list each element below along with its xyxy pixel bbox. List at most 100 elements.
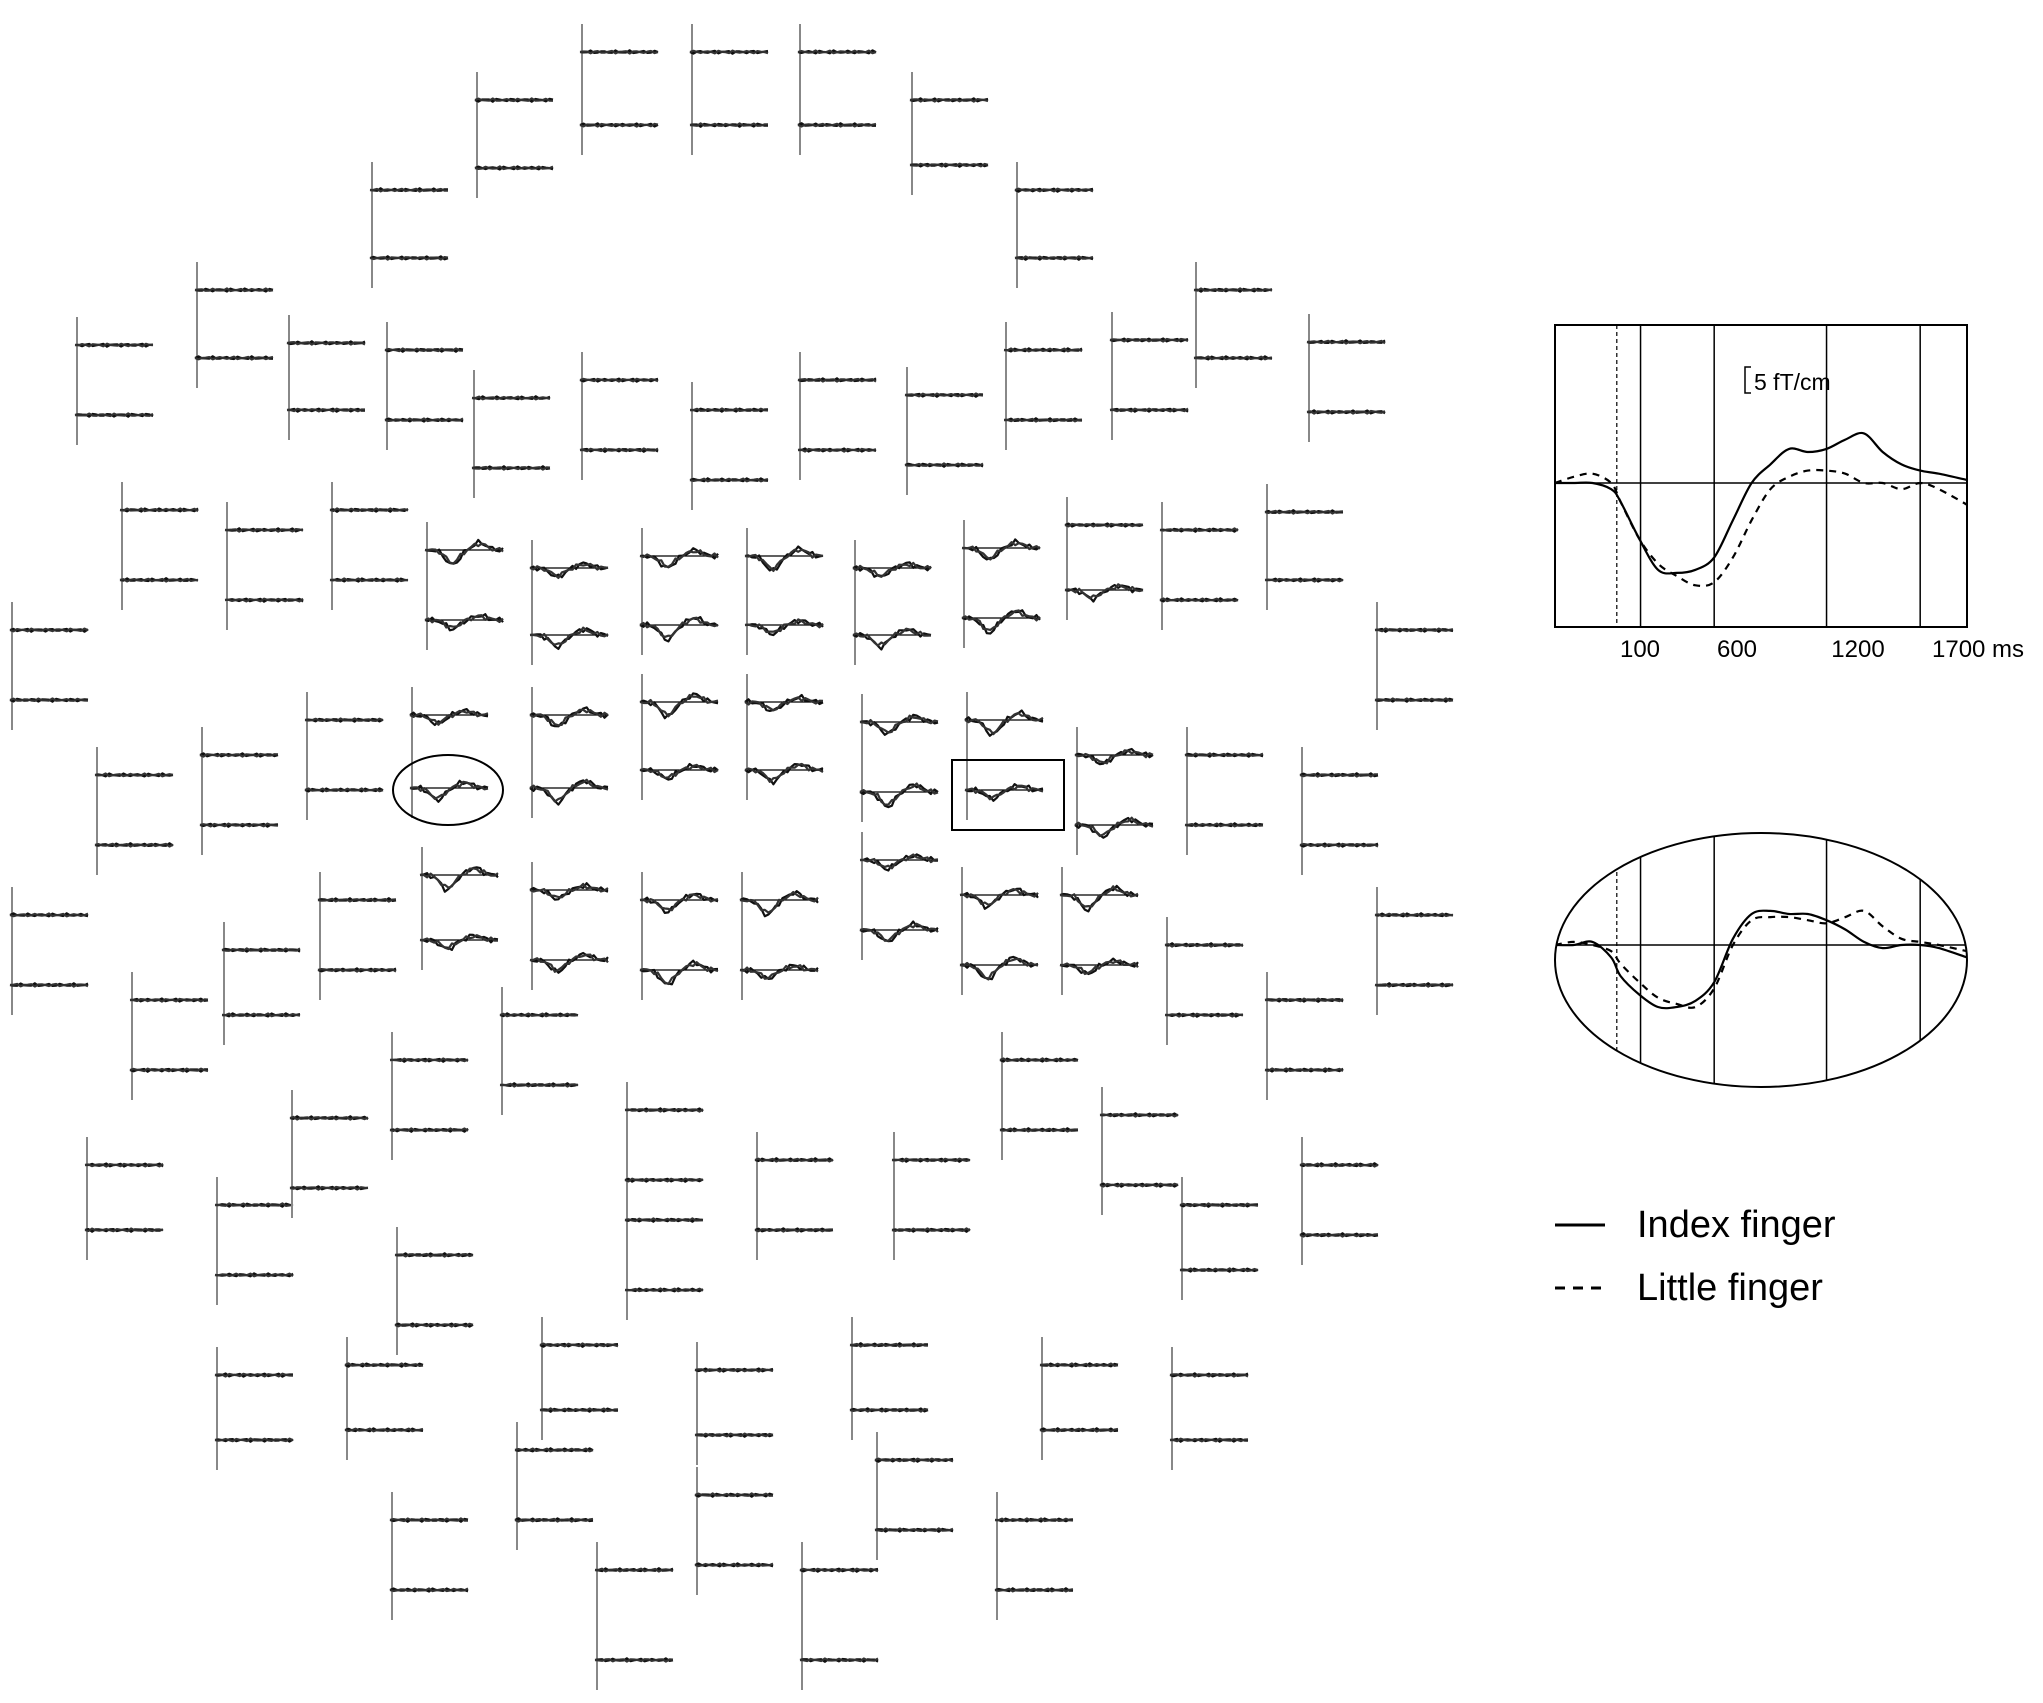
sensor-trace-little-13-0 [797,377,877,383]
sensor-trace-little-27-1 [852,627,932,647]
sensor-trace-little-6-1 [1014,255,1094,261]
sensor-trace-little-76-1 [539,1407,619,1412]
sensor-trace-little-7-1 [194,355,274,361]
sensor-trace-index-51-0 [529,882,609,901]
sensor-trace-little-6-0 [1014,187,1094,193]
sensor-trace-index-56-1 [1059,957,1139,976]
sensor-trace-little-38-0 [639,693,719,718]
sensor-trace-little-41-1 [964,784,1044,801]
sensor-trace-little-11-0 [579,377,659,383]
sensor-trace-little-75-0 [394,1252,474,1258]
sensor-trace-little-54-1 [859,922,939,942]
sensor-trace-little-10-1 [471,465,551,471]
sensor-trace-little-82-0 [1039,1362,1119,1368]
sensor-trace-little-74-1 [344,1427,424,1433]
sensor-trace-little-61-0 [214,1202,294,1207]
scale-bar-label: 5 fT/cm [1754,369,1831,395]
legend-label-index: Index finger [1637,1204,1836,1246]
sensor-trace-little-39-0 [744,696,824,712]
sensor-trace-little-18-0 [1306,339,1386,345]
sensor-trace-little-25-0 [639,549,719,568]
sensor-trace-little-19-0 [74,342,154,348]
x-tick-label-0: 100 [1620,636,1660,663]
sensor-trace-little-54-0 [859,853,939,870]
sensor-trace-little-80-0 [849,1342,929,1348]
sensor-trace-little-0-1 [579,122,659,128]
sensor-trace-little-77-1 [514,1517,594,1523]
sensor-trace-little-59-1 [1374,982,1454,988]
sensor-trace-little-67-0 [754,1157,834,1163]
sensor-trace-little-42-0 [1074,749,1154,765]
panel-rect-frame [1554,324,1968,628]
sensor-trace-little-53-0 [739,890,819,914]
sensor-trace-little-51-0 [529,882,609,899]
sensor-trace-little-14-1 [904,462,984,467]
sensor-trace-little-52-1 [639,961,719,986]
sensor-trace-little-4-0 [474,97,554,103]
sensor-trace-little-15-1 [1003,417,1083,423]
sensor-trace-little-72-0 [1299,1162,1379,1168]
sensor-trace-little-73-0 [214,1372,294,1378]
sensor-trace-little-43-0 [1184,752,1264,757]
sensor-trace-index-16-1 [1109,407,1189,413]
sensor-trace-little-77-0 [514,1447,594,1453]
sensor-trace-little-28-1 [961,609,1041,631]
sensor-trace-index-14-1 [904,462,984,468]
sensor-trace-little-81-1 [874,1527,954,1533]
sensor-trace-little-51-1 [529,953,609,973]
sensor-trace-little-49-1 [317,967,397,973]
sensor-trace-little-84-0 [389,1517,468,1523]
sensor-trace-little-35-0 [304,717,384,723]
sensor-trace-little-76-0 [539,1342,619,1348]
sensor-trace-little-70-0 [1099,1113,1179,1118]
panel-ellipse-series [1555,909,1967,1010]
sensor-trace-little-35-1 [304,787,384,793]
x-tick-label-1: 600 [1717,636,1757,663]
sensor-trace-little-29-0 [1064,522,1144,528]
panel-rect-series-little [1554,468,1968,588]
sensor-trace-little-47-1 [129,1067,209,1073]
highlight-markers [392,754,1065,831]
sensor-trace-little-37-1 [529,778,609,803]
sensor-trace-little-50-0 [419,867,499,889]
sensor-trace-little-30-1 [1159,597,1239,603]
sensor-trace-little-34-1 [199,822,279,828]
sensor-trace-little-20-1 [119,577,199,583]
sensor-trace-little-40-0 [859,714,939,734]
sensor-trace-index-18-0 [1306,339,1386,344]
sensor-trace-little-25-1 [639,616,719,638]
panel-ellipse-frame [1554,832,1968,1088]
sensor-trace-little-85-0 [594,1567,674,1573]
sensor-trace-little-14-0 [904,392,984,398]
sensor-trace-little-20-0 [119,507,199,513]
legend: Index finger Little finger [1555,1204,1836,1309]
sensor-trace-index-56-0 [1059,884,1139,913]
sensor-trace-little-2-0 [797,49,877,55]
sensor-trace-index-42-1 [1074,816,1154,839]
panel-ell-series-little [1555,909,1967,1009]
sensor-trace-little-75-1 [394,1322,474,1328]
sensor-trace-little-18-1 [1306,409,1386,415]
sensor-trace-little-8-1 [286,407,365,413]
sensor-trace-little-58-1 [1264,1067,1344,1072]
sensor-trace-little-22-1 [329,577,409,583]
sensor-trace-little-43-1 [1184,822,1264,828]
sensor-trace-little-28-0 [961,541,1041,561]
sensor-trace-little-85-1 [594,1658,674,1663]
sensor-trace-index-54-1 [859,920,939,943]
sensor-trace-little-87-1 [994,1587,1074,1593]
sensor-trace-little-86-1 [799,1657,879,1663]
sensor-trace-index-53-1 [739,963,819,980]
sensor-trace-little-15-0 [1003,347,1083,353]
sensor-trace-little-81-0 [874,1457,954,1463]
sensor-trace-little-33-1 [94,842,174,848]
sensor-trace-little-36-0 [409,709,489,726]
sensor-trace-index-21-1 [224,597,304,603]
sensor-trace-little-55-0 [959,888,1039,906]
sensor-trace-index-50-0 [419,866,499,893]
sensor-trace-little-66-1 [624,1287,704,1293]
sensor-trace-little-46-1 [9,982,89,988]
sensor-trace-little-56-0 [1059,885,1139,908]
sensor-trace-little-26-0 [744,548,824,572]
